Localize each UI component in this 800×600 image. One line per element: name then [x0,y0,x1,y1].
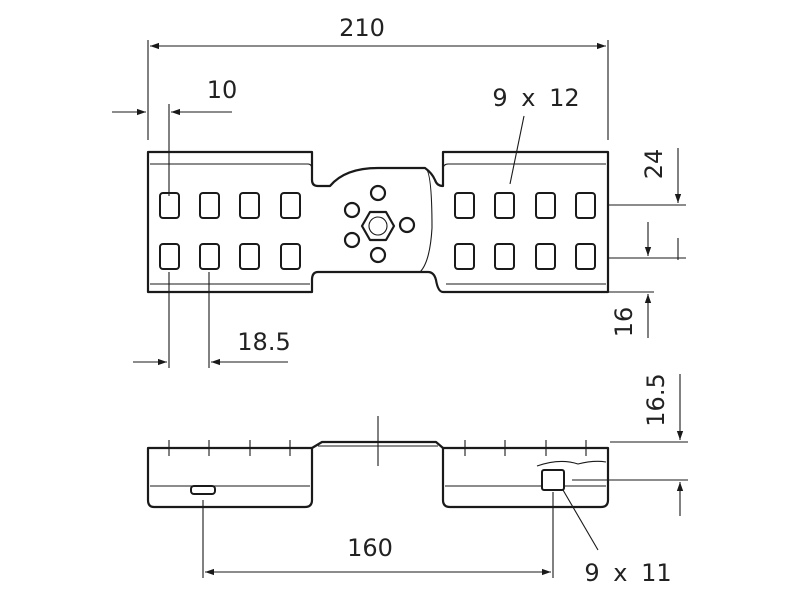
slot [535,192,556,219]
side-right-slot [541,469,565,491]
dim-side-height: 16.5 [572,373,688,516]
slot [454,192,475,219]
dim-end-offset: 10 [112,76,237,196]
slot-row-lower [159,243,596,270]
dim-text-side-height: 16.5 [642,373,670,426]
slot [280,243,301,270]
slot [575,243,596,270]
top-rail-right [442,163,606,171]
slot [239,192,260,219]
hole [343,201,361,219]
slot [199,243,220,270]
slot [494,192,515,219]
hex-hole [360,210,396,242]
side-right-break [536,460,607,467]
dim-text-overall-length: 210 [339,14,385,42]
dim-text-slot-row-height: 24 [640,149,668,180]
dim-side-slot-span: 160 [202,492,554,578]
hole [369,246,387,264]
slot-row-upper [159,192,596,219]
side-center-plate [311,440,444,449]
slot [280,192,301,219]
center-plate-edge [419,167,433,273]
center-hole-pattern [343,184,416,264]
dim-text-slot-pitch: 18.5 [237,328,290,356]
dim-slot-row-height: 24 [608,148,686,260]
hole [398,216,416,234]
side-right-part [441,446,610,509]
dim-text-end-offset: 10 [207,76,238,104]
top-view-outline [146,150,610,294]
side-tick-marks [168,416,587,466]
side-left-part [146,446,314,509]
side-view: 16.5 160 9 x 11 [146,373,688,587]
callout-slot-top: 9 x 12 [492,84,580,185]
slot [199,192,220,219]
callout-slot-side: 9 x 11 [562,489,672,587]
dim-slot-row-offset: 16 [608,222,654,338]
hole [369,184,387,202]
slot [575,192,596,219]
callout-text-side: 9 x 11 [584,559,671,587]
slot [494,243,515,270]
slot [535,243,556,270]
slot [454,243,475,270]
slot [159,192,180,219]
slot [159,243,180,270]
hole [343,231,361,249]
dim-text-side-slot-span: 160 [347,534,393,562]
callout-text-top: 9 x 12 [492,84,579,112]
side-left-tab [190,485,216,495]
dim-slot-pitch: 18.5 [133,272,291,368]
dim-overall-length: 210 [147,14,609,140]
slot [239,243,260,270]
dim-text-slot-row-offset: 16 [610,307,638,338]
hex-inner-circle [368,216,388,236]
top-view: 210 10 9 x 12 18.5 24 [112,14,686,368]
top-rail-left [150,163,313,171]
